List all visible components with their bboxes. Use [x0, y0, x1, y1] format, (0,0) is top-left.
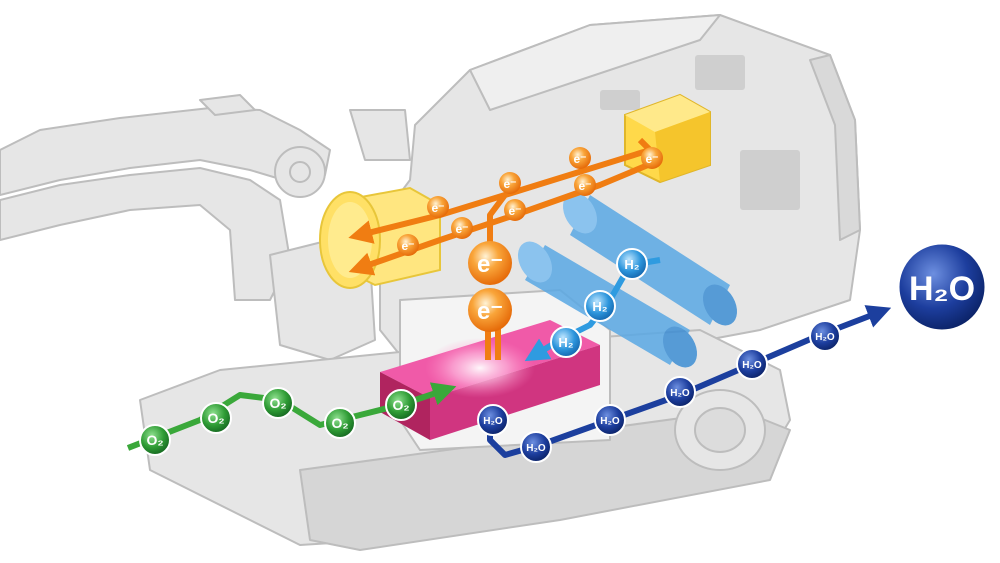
electron-label: e⁻ — [573, 152, 586, 166]
electron-label: e⁻ — [645, 152, 658, 166]
excavator-cutaway-icon — [0, 14, 861, 551]
water-label: H₂O — [815, 332, 835, 343]
electron-badge-large: e⁻ — [468, 288, 512, 332]
water-label: H₂O — [670, 388, 690, 399]
oxygen-label: O₂ — [269, 395, 286, 411]
electron-badge: e⁻ — [499, 172, 521, 194]
electron-label: e⁻ — [578, 179, 591, 193]
hydrogen-label: H₂ — [592, 299, 607, 314]
water-badge: H₂O — [736, 348, 768, 380]
electron-label: e⁻ — [455, 222, 468, 236]
water-output-label: H₂O — [909, 270, 975, 308]
electron-label: e⁻ — [477, 251, 503, 278]
water-badge: H₂O — [664, 376, 696, 408]
electron-badge: e⁻ — [504, 199, 526, 221]
electron-badge: e⁻ — [451, 217, 473, 239]
water-output-badge: H₂O — [896, 241, 988, 333]
water-label: H₂O — [526, 443, 546, 454]
oxygen-badge: O₂ — [200, 402, 232, 434]
electron-badge: e⁻ — [574, 174, 596, 196]
oxygen-badge: O₂ — [139, 424, 171, 456]
oxygen-label: O₂ — [331, 415, 348, 431]
electron-badge: e⁻ — [569, 147, 591, 169]
water-badges: H₂O H₂O H₂O H₂O H₂O H₂O H₂O — [477, 241, 988, 463]
hydrogen-badge: H₂ — [550, 326, 582, 358]
electric-motor-icon — [319, 186, 441, 289]
electron-label: e⁻ — [431, 201, 444, 215]
water-label: H₂O — [483, 416, 503, 427]
oxygen-badge: O₂ — [262, 387, 294, 419]
electron-badge: e⁻ — [641, 147, 663, 169]
electron-label: e⁻ — [401, 239, 414, 253]
oxygen-badge: O₂ — [385, 389, 417, 421]
hydrogen-label: H₂ — [624, 257, 639, 272]
electron-badge: e⁻ — [427, 196, 449, 218]
water-badge: H₂O — [477, 404, 509, 436]
electron-label: e⁻ — [503, 177, 516, 191]
electron-label: e⁻ — [508, 204, 521, 218]
electron-badge: e⁻ — [397, 234, 419, 256]
water-label: H₂O — [600, 416, 620, 427]
water-badge: H₂O — [809, 320, 841, 352]
water-badge: H₂O — [594, 404, 626, 436]
hydrogen-badge: H₂ — [616, 248, 648, 280]
oxygen-badges: O₂ O₂ O₂ O₂ O₂ — [139, 387, 417, 456]
hydrogen-badge: H₂ — [584, 290, 616, 322]
electron-badges: e⁻ e⁻ e⁻ e⁻ e⁻ e⁻ e⁻ e⁻ — [397, 147, 663, 332]
water-label: H₂O — [742, 360, 762, 371]
oxygen-label: O₂ — [146, 432, 163, 448]
hydrogen-badges: H₂ H₂ H₂ — [550, 248, 648, 358]
oxygen-badge: O₂ — [324, 407, 356, 439]
oxygen-label: O₂ — [207, 410, 224, 426]
oxygen-label: O₂ — [392, 397, 409, 413]
hydrogen-label: H₂ — [558, 335, 573, 350]
electron-badge-large: e⁻ — [468, 241, 512, 285]
electron-label: e⁻ — [477, 298, 503, 325]
water-badge: H₂O — [520, 431, 552, 463]
